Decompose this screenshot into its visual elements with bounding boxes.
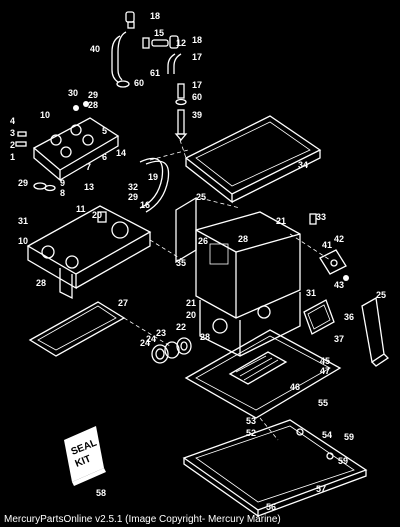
callout: 20 (92, 210, 102, 220)
callout: 45 (320, 356, 330, 366)
callout: 27 (118, 298, 128, 308)
seal-kit-box: SEAL KIT (64, 426, 106, 486)
bottom-base-plate (182, 419, 368, 518)
callout: 18 (192, 35, 202, 45)
callout: 29 (88, 90, 98, 100)
callout: 28 (238, 234, 248, 244)
callout: 26 (198, 236, 208, 246)
callout: 18 (150, 11, 160, 21)
callout: 20 (186, 310, 196, 320)
callout: 58 (96, 488, 106, 498)
callout: 28 (200, 332, 210, 342)
callout: 25 (376, 290, 386, 300)
callout: 59 (338, 456, 348, 466)
callout: 52 (246, 428, 256, 438)
small-hardware-right (303, 213, 349, 335)
callout: 31 (18, 216, 28, 226)
callout: 34 (298, 160, 308, 170)
callout: 10 (40, 110, 50, 120)
side-panel-right (361, 296, 390, 367)
callout: 21 (186, 298, 196, 308)
callout: 54 (322, 430, 332, 440)
callout: 11 (76, 204, 86, 214)
callout: 10 (18, 236, 28, 246)
callout: 53 (246, 416, 256, 426)
callout: 28 (36, 278, 46, 288)
callout: 61 (150, 68, 160, 78)
tube-assembly (111, 11, 188, 142)
seal-rings (151, 337, 192, 364)
callout: 35 (176, 258, 186, 268)
callout: 6 (102, 152, 107, 162)
callout: 57 (316, 484, 326, 494)
curved-hose (139, 157, 170, 213)
base-housing-assembly (26, 205, 152, 300)
callout: 32 (128, 182, 138, 192)
callout: 33 (316, 212, 326, 222)
callout: 36 (344, 312, 354, 322)
callout: 14 (116, 148, 126, 158)
callout: 47 (320, 366, 330, 376)
callout: 23 (156, 328, 166, 338)
callout: 15 (154, 28, 164, 38)
cover-plate-assembly (15, 101, 120, 192)
callout: 41 (322, 240, 332, 250)
callout-labels: 18 15 12 18 40 61 17 60 17 60 39 30 29 2… (10, 11, 386, 512)
callout: 4 (10, 116, 15, 126)
callout: 21 (276, 216, 286, 226)
gasket-plate (28, 301, 126, 357)
callout: 46 (290, 382, 300, 392)
callout: 25 (196, 192, 206, 202)
callout: 16 (140, 200, 150, 210)
callout: 13 (84, 182, 94, 192)
callout: 55 (318, 398, 328, 408)
callout: 8 (60, 188, 65, 198)
callout: 2 (10, 140, 15, 150)
callout: 7 (86, 162, 91, 172)
seal-frame (184, 115, 322, 204)
callout: 31 (306, 288, 316, 298)
callout: 17 (192, 52, 202, 62)
callout: 28 (88, 100, 98, 110)
callout: 3 (10, 128, 15, 138)
image-credit-footer: MercuryPartsOnline v2.5.1 (Image Copyrig… (4, 514, 281, 525)
callout: 59 (344, 432, 354, 442)
callout: 12 (176, 38, 186, 48)
main-housing (175, 196, 301, 357)
callout: 9 (60, 178, 65, 188)
callout: 42 (334, 234, 344, 244)
callout: 39 (192, 110, 202, 120)
callout: 22 (176, 322, 186, 332)
callout: 29 (128, 192, 138, 202)
callout: 40 (90, 44, 100, 54)
callout: 29 (18, 178, 28, 188)
callout: 17 (192, 80, 202, 90)
callout: 56 (266, 502, 276, 512)
callout: 19 (148, 172, 158, 182)
callout: 60 (192, 92, 202, 102)
callout: 43 (334, 280, 344, 290)
callout: 1 (10, 152, 15, 162)
callout: 37 (334, 334, 344, 344)
leader-lines (123, 139, 331, 441)
callout: 60 (134, 78, 144, 88)
callout: 24 (140, 338, 150, 348)
ribbed-seal-plate (184, 329, 342, 419)
callout: 5 (102, 126, 107, 136)
callout: 30 (68, 88, 78, 98)
callout: 24 (146, 334, 156, 344)
